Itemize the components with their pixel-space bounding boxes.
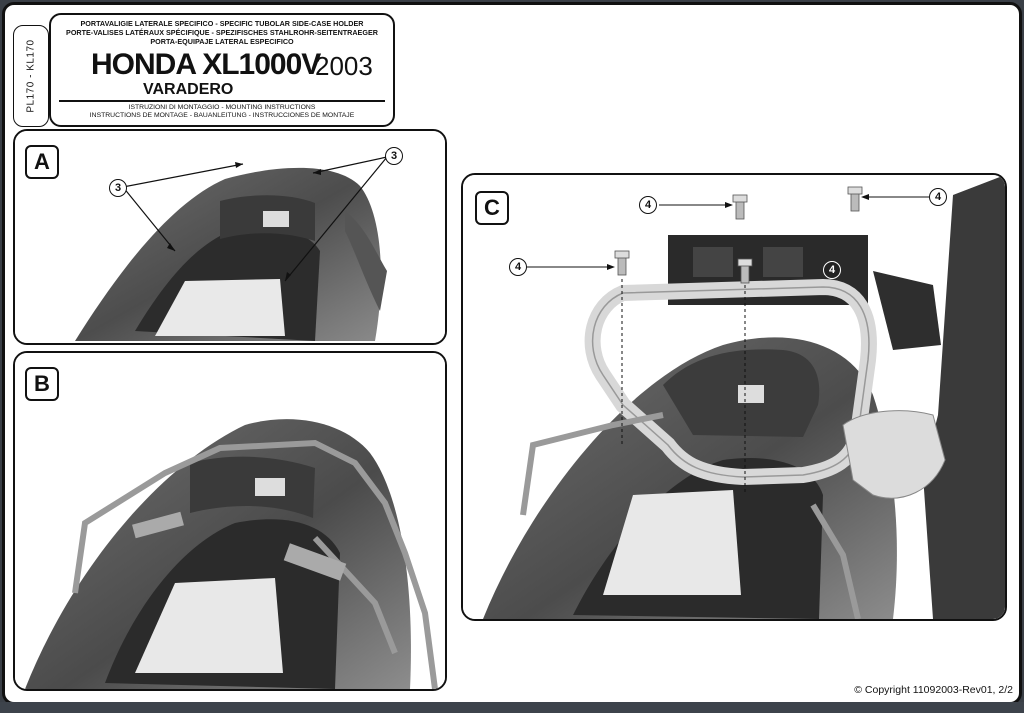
step-a-panel: A 3 3 <box>13 129 447 345</box>
step-b-photo <box>15 353 445 689</box>
product-code: PL170 - KL170 <box>25 39 37 113</box>
copyright-note: © Copyright 11092003-Rev01, 2/2 <box>854 684 1013 696</box>
bottom-edge-strip <box>0 702 1024 713</box>
step-a-letter: A <box>25 145 59 179</box>
model-year: 2003 <box>315 51 373 81</box>
title-block: PORTAVALIGIE LATERALE SPECIFICO - SPECIF… <box>49 13 395 127</box>
callout-4-left: 4 <box>509 258 527 276</box>
product-code-tab: PL170 - KL170 <box>13 25 49 127</box>
step-c-letter: C <box>475 191 509 225</box>
callout-4-top: 4 <box>639 196 657 214</box>
title-line-1: PORTAVALIGIE LATERALE SPECIFICO - SPECIF… <box>80 19 364 28</box>
step-c-panel: C 4 4 4 4 <box>461 173 1007 621</box>
title-line-2: PORTE-VALISES LATÉRAUX SPÉCIFIQUE - SPEZ… <box>66 28 378 37</box>
instructions-line-2: INSTRUCTIONS DE MONTAGE - BAUANLEITUNG -… <box>89 112 355 119</box>
callout-3-left: 3 <box>109 179 127 197</box>
step-b-letter: B <box>25 367 59 401</box>
callout-4-rack: 4 <box>823 261 841 279</box>
model-variant: VARADERO <box>143 81 234 98</box>
title-line-3: PORTA-EQUIPAJE LATERAL ESPECIFICO <box>150 37 294 46</box>
instructions-line-1: ISTRUZIONI DI MONTAGGIO - MOUNTING INSTR… <box>128 104 316 111</box>
model-name: HONDA XL1000V <box>91 48 321 81</box>
step-b-panel: B <box>13 351 447 691</box>
title-divider <box>59 100 385 102</box>
step-c-photo <box>463 175 1005 619</box>
callout-4-right: 4 <box>929 188 947 206</box>
step-a-photo <box>15 131 445 343</box>
callout-3-right: 3 <box>385 147 403 165</box>
